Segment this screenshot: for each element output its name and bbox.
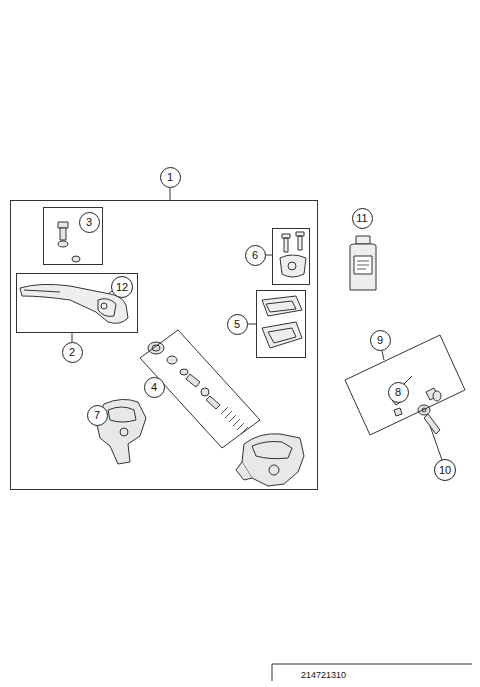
callout-number: 2 [62,342,83,363]
callout-number: 1 [160,167,181,188]
part-group-box: 5 [256,290,306,358]
callout-number: 8 [388,382,409,403]
part-group-box: 3 [43,207,103,265]
callout-number: 4 [144,377,165,398]
part-group-box: 6 [272,228,310,285]
callout-number: 6 [245,245,266,266]
drawing-number: 214721310 [300,670,347,680]
callout-number: 9 [370,330,391,351]
callout-number: 10 [434,459,456,481]
part-group-box: 4 [138,328,262,450]
callout-number: 11 [352,208,373,229]
callout-number: 5 [227,314,248,335]
callout-number: 3 [79,212,100,233]
part-group-box: 132465 [10,200,318,490]
callout-number: 7 [87,405,108,426]
callout-number: 12 [111,276,133,298]
